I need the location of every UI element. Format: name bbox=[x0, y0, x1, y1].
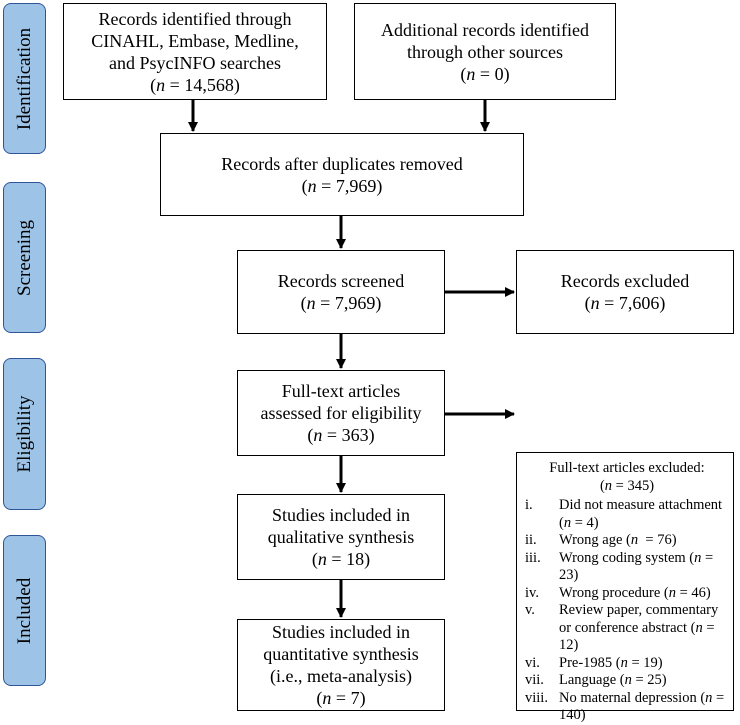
records-screened-box: Records screened (n = 7,969) bbox=[237, 250, 445, 334]
list-item: iii.Wrong coding system (n = 23) bbox=[525, 549, 714, 584]
box-count: (n = 14,568) bbox=[150, 74, 240, 95]
records-excluded-box: Records excluded (n = 7,606) bbox=[516, 250, 734, 334]
box-line: through other sources bbox=[407, 41, 563, 62]
box-count: (n = 7,606) bbox=[584, 293, 666, 313]
phase-screening: Screening bbox=[3, 182, 46, 333]
box-count: (n = 7,969) bbox=[300, 293, 382, 313]
box-line: Studies included in bbox=[272, 622, 410, 642]
qualitative-synthesis-box: Studies included in qualitative synthesi… bbox=[237, 494, 445, 580]
phase-eligibility: Eligibility bbox=[3, 358, 46, 510]
excluded-heading: Full-text articles excluded: bbox=[549, 460, 705, 476]
phase-identification: Identification bbox=[3, 3, 46, 154]
phase-included: Included bbox=[3, 535, 46, 686]
box-count: (n = 18) bbox=[311, 549, 371, 569]
box-line: Records after duplicates removed bbox=[221, 153, 463, 174]
list-item: ii.Wrong age (n = 76) bbox=[525, 532, 677, 548]
box-line: (i.e., meta-analysis) bbox=[270, 666, 412, 686]
box-count: (n = 0) bbox=[460, 63, 510, 84]
fulltext-assessed-box: Full-text articles assessed for eligibil… bbox=[237, 370, 445, 456]
box-line: qualitative synthesis bbox=[267, 527, 415, 547]
box-line: and PsycINFO searches bbox=[109, 52, 281, 73]
box-line: Full-text articles bbox=[281, 381, 401, 401]
additional-records-box: Additional records identified through ot… bbox=[354, 3, 616, 100]
box-line: Records identified through bbox=[98, 8, 292, 29]
list-item: vii.Language (n = 25) bbox=[525, 672, 667, 688]
list-item: v.Review paper, commentary or conference… bbox=[525, 602, 719, 653]
box-line: Studies included in bbox=[272, 505, 410, 525]
records-identified-box: Records identified through CINAHL, Embas… bbox=[63, 3, 327, 100]
box-line: Records screened bbox=[277, 271, 405, 291]
box-line: CINAHL, Embase, Medline, bbox=[91, 30, 299, 51]
duplicates-removed-box: Records after duplicates removed (n = 7,… bbox=[160, 133, 524, 216]
list-item: i.Did not measure attachment (n = 4) bbox=[525, 497, 723, 531]
box-count: (n = 7) bbox=[316, 688, 366, 708]
list-item: iv.Wrong procedure (n = 46) bbox=[525, 584, 711, 601]
box-line: Additional records identified bbox=[381, 19, 589, 40]
box-count: (n = 363) bbox=[307, 425, 375, 445]
box-line: Records excluded bbox=[560, 271, 690, 291]
list-item: vi.Pre-1985 (n = 19) bbox=[525, 654, 663, 671]
excluded-count: (n = 345) bbox=[599, 477, 655, 494]
box-count: (n = 7,969) bbox=[301, 175, 383, 196]
box-line: assessed for eligibility bbox=[260, 403, 422, 423]
quantitative-synthesis-box: Studies included in quantitative synthes… bbox=[237, 619, 445, 711]
box-line: quantitative synthesis bbox=[263, 644, 419, 664]
